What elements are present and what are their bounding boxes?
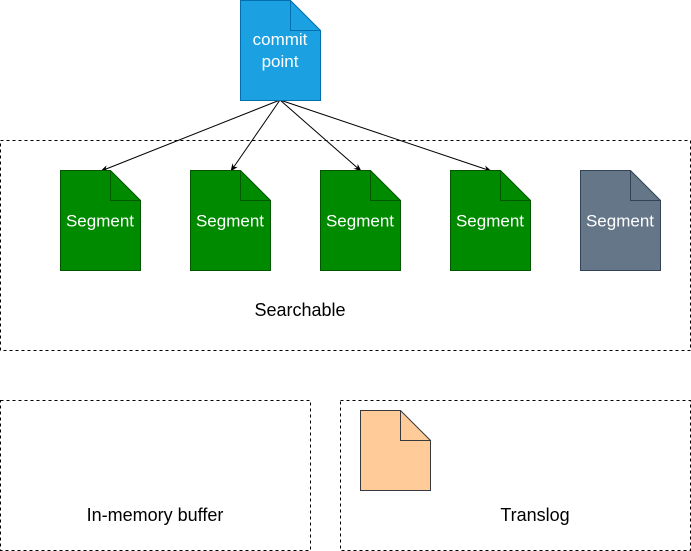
segment-label-2: Segment bbox=[196, 212, 264, 231]
commit-point-document: commit point bbox=[240, 0, 321, 101]
segment-document-2: Segment bbox=[190, 170, 271, 271]
segment-label-1: Segment bbox=[66, 212, 134, 231]
segment-label-5: Segment bbox=[586, 212, 654, 231]
segment-document-4: Segment bbox=[450, 170, 531, 271]
translog-region: Translog bbox=[340, 400, 691, 551]
edge-to-segment-3 bbox=[279, 99, 362, 172]
segment-document-5: Segment bbox=[580, 170, 661, 271]
commit-edges bbox=[100, 99, 492, 172]
edge-to-segment-2 bbox=[230, 99, 281, 172]
in-memory-buffer-label: In-memory buffer bbox=[87, 505, 224, 525]
translog-document-icon bbox=[360, 410, 431, 491]
edge-to-segment-4 bbox=[279, 99, 492, 172]
translog-label: Translog bbox=[500, 505, 569, 525]
segment-label-3: Segment bbox=[326, 212, 394, 231]
searchable-label: Searchable bbox=[254, 300, 345, 320]
segment-label-4: Segment bbox=[456, 212, 524, 231]
segment-document-3: Segment bbox=[320, 170, 401, 271]
commit-point-label-line1: commit bbox=[253, 30, 308, 49]
segments: Segment Segment Segment Segment Segment bbox=[60, 170, 661, 271]
edge-to-segment-1 bbox=[100, 99, 281, 172]
in-memory-buffer-region: In-memory buffer bbox=[0, 400, 311, 551]
commit-point-label-line2: point bbox=[262, 52, 299, 71]
segment-document-1: Segment bbox=[60, 170, 141, 271]
